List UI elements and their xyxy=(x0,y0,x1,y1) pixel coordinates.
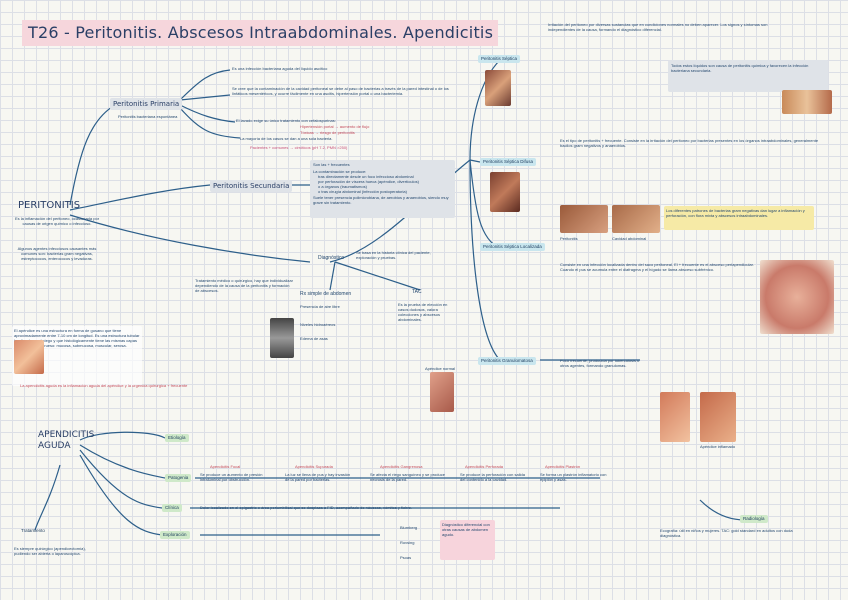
radiologia-label: Radiología xyxy=(740,515,768,523)
branch-difusa-text: Es el tipo de peritonitis + frecuente. C… xyxy=(560,138,820,148)
stage-3-name: Apendicitis Gangrenosa xyxy=(380,464,440,469)
bile-box-text: Los diferentes patrones de bacterias gra… xyxy=(664,206,814,220)
primaria-point-4: La mayoría de los casos se dan a una sol… xyxy=(240,136,440,141)
primaria-sub: Peritonitis bacteriana espontánea xyxy=(118,114,198,119)
tac-text: Es la prueba de elección en casos dudoso… xyxy=(398,302,453,322)
primaria-note-1: Hipertensión portal → aumento de flujo xyxy=(300,124,460,129)
secundaria-outro: Suele tener presencia polimicrobiana, de… xyxy=(310,194,455,206)
stage-2-name: Apendicitis Supurada xyxy=(295,464,355,469)
primaria-point-3: El lavado exige su único tratamiento con… xyxy=(236,118,436,123)
branch-septica-label: Peritonitis Séptica xyxy=(478,55,520,63)
surgery-photo-1 xyxy=(560,205,608,233)
sign-3: Psoas xyxy=(400,555,430,560)
diagnostico-note: Se basa en la historia clínica del pacie… xyxy=(356,250,436,260)
diagnostico-treatment: Tratamiento médico o quirúrgico, hay que… xyxy=(195,278,295,293)
patogenia-label: Patogenia xyxy=(165,474,191,482)
stage-1-name: Apendicitis Focal xyxy=(210,464,270,469)
branch-granulomatosa-text: Poco frecuente, producida por tuberculos… xyxy=(560,358,640,368)
signs-box: Diagnóstico diferencial con otras causas… xyxy=(440,520,495,560)
branch-granulomatosa-label: Peritonitis Granulomatosa xyxy=(478,357,536,365)
stage-5-text: Se forma un plastrón inflamatorio con ep… xyxy=(540,472,610,482)
legend-box: Todos estos líquidos son causa de perito… xyxy=(668,60,828,92)
peritonitis-definition: Es la inflamación del peritoneo, ocasion… xyxy=(12,216,102,226)
stage-3-text: Se afecta el riego sanguíneo y se produc… xyxy=(370,472,450,482)
stage-4-name: Apendicitis Perforada xyxy=(465,464,525,469)
primaria-note-2: Tóxicas → riesgo de peritonitis xyxy=(300,130,460,135)
appendix-illustration xyxy=(14,340,44,374)
diagnostico-diferencial-text: Diagnóstico diferencial con otras causas… xyxy=(440,520,495,539)
photo-label-2: Cavidad abdominal xyxy=(612,236,662,241)
photo-label-4: Apéndice inflamado xyxy=(700,444,750,449)
stage-1-text: Se produce un aumento de presión intralu… xyxy=(200,472,270,482)
secundaria-label: Peritonitis Secundaria xyxy=(210,180,292,192)
rx-point-3: Edema de asas xyxy=(300,336,370,341)
rx-title: Rx simple de abdomen xyxy=(300,292,351,297)
sign-1: Blumberg xyxy=(400,525,430,530)
anatomy-illustration xyxy=(760,260,834,334)
peritonitis-heading: PERITONITIS xyxy=(18,200,80,211)
bile-box: Los diferentes patrones de bacterias gra… xyxy=(664,206,814,230)
primaria-note-3: Pacientes + comunes → cirróticos (pH 7.2… xyxy=(250,145,450,150)
etiologia-label: Etiología xyxy=(165,434,189,442)
photo-label-1: Peritonitis xyxy=(560,236,610,241)
sign-2: Rovsing xyxy=(400,540,430,545)
stage-2-text: La luz se llena de pus y hay invasión de… xyxy=(285,472,355,482)
branch-difusa-label: Peritonitis Séptica Difusa xyxy=(480,158,536,166)
page-title: T26 - Peritonitis. Abscesos Intraabdomin… xyxy=(22,20,498,46)
primaria-label: Peritonitis Primaria xyxy=(110,98,182,110)
radiologia-text: Ecografía: útil en niños y mujeres. TAC:… xyxy=(660,528,810,538)
peritonitis-photo xyxy=(485,70,511,106)
tratamiento-label: Tratamiento xyxy=(18,527,48,535)
primaria-point-1: Es una infección bacteriana aguda del lí… xyxy=(232,66,432,71)
apendicitis-note: La apendicitis aguda es la inflamación a… xyxy=(20,383,190,388)
tratamiento-text: Es siempre quirúrgico (apendicectomía), … xyxy=(14,546,94,556)
apendicitis-heading: APENDICITIS AGUDA xyxy=(38,430,98,452)
appendix-photo-3 xyxy=(700,392,736,442)
legend-box-text: Todos estos líquidos son causa de perito… xyxy=(668,60,828,76)
secundaria-intro: Son las + frecuentes xyxy=(310,160,455,169)
branch-localizada-label: Peritonitis Séptica Localizada xyxy=(480,243,545,251)
appendix-photo-1 xyxy=(430,372,454,412)
organs-illustration xyxy=(782,90,832,114)
peritonitis-agents: Algunos agentes infecciosos causantes má… xyxy=(12,246,102,261)
rx-point-2: Niveles hidroaéreos xyxy=(300,322,370,327)
xray-photo xyxy=(270,318,294,358)
appendix-photo-2 xyxy=(660,392,690,442)
secundaria-box: Son las + frecuentes La contaminación se… xyxy=(310,160,455,218)
stage-5-name: Apendicitis Plastrón xyxy=(545,464,605,469)
primaria-point-2: Se cree que la contaminación de la cavid… xyxy=(232,86,462,96)
rx-point-1: Presencia de aire libre xyxy=(300,304,370,309)
diagnostico-label: Diagnóstico xyxy=(318,256,344,261)
stage-4-text: Se produce la perforación con salida del… xyxy=(460,472,530,482)
clinica-label: Clínica xyxy=(162,504,182,512)
photo-label-3: Apéndice normal xyxy=(425,366,465,371)
surgery-photo-2 xyxy=(612,205,660,233)
difusa-photo xyxy=(490,172,520,212)
branch-septica-text: Irritación del peritoneo por diversas su… xyxy=(548,22,768,32)
clinica-text: Dolor localizado en el epigastrio o área… xyxy=(200,505,530,510)
exploracion-label: Exploración xyxy=(160,531,190,539)
tac-title: TAC xyxy=(412,290,422,295)
branch-localizada-text: Consiste en una infección localizada den… xyxy=(560,262,760,272)
